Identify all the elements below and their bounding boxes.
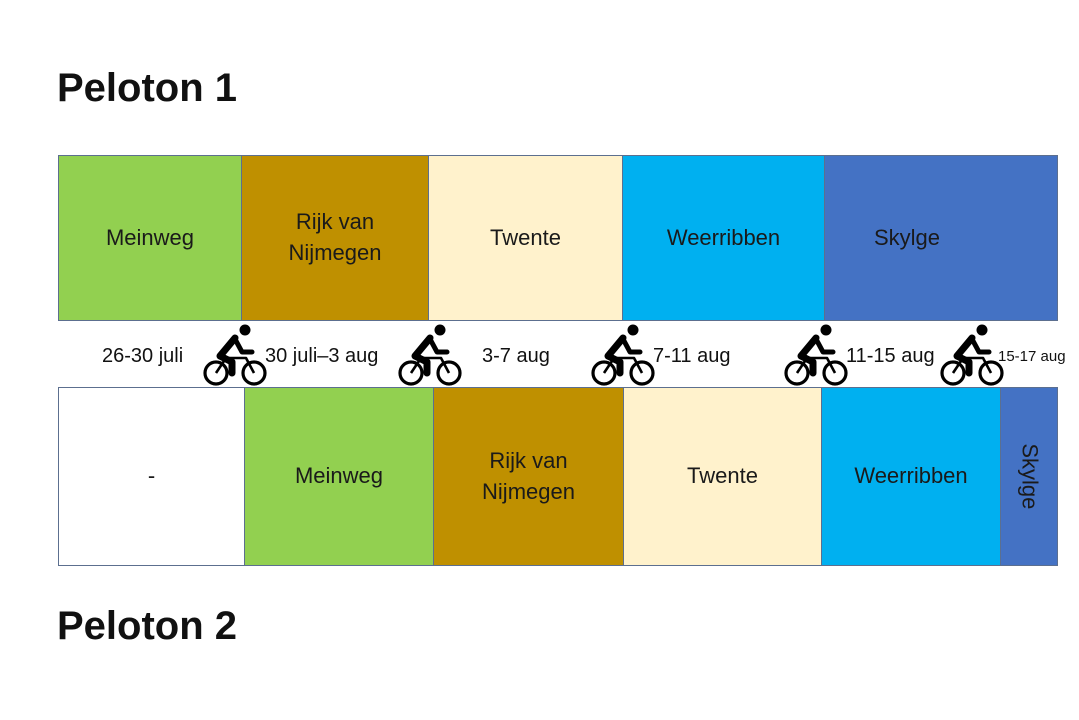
segment-label: Skylge — [1017, 443, 1043, 510]
bicycle-rider-icon — [202, 322, 268, 388]
bicycle-rider-icon — [397, 322, 463, 388]
date-label: 11-15 aug — [846, 345, 935, 367]
segment-label: Twente — [490, 224, 561, 250]
peloton-1-segment-twente: Twente — [428, 155, 623, 321]
bicycle-rider-icon — [590, 322, 656, 388]
segment-label: Meinweg — [294, 463, 384, 489]
segment-label: Twente — [687, 463, 758, 489]
segment-label: Skylge — [873, 224, 941, 250]
bicycle-rider-icon — [783, 322, 849, 388]
segment-label: Weerribben — [666, 224, 781, 250]
peloton-1-segment-rijk-van-nijmegen: Rijk van Nijmegen — [241, 155, 429, 321]
peloton-2-segment-meinweg: Meinweg — [244, 387, 434, 566]
peloton-2-segment-twente: Twente — [623, 387, 822, 566]
peloton-2-segment-weerribben: Weerribben — [821, 387, 1001, 566]
date-label: 3-7 aug — [482, 345, 550, 367]
bicycle-rider-icon — [939, 322, 1005, 388]
segment-label: - — [147, 463, 156, 489]
peloton-1-schedule: Meinweg Rijk van Nijmegen Twente Weerrib… — [58, 155, 1058, 321]
peloton-2-schedule: - Meinweg Rijk van Nijmegen Twente Weerr… — [58, 387, 1058, 566]
peloton-1-segment-skylge: Skylge — [824, 155, 1058, 321]
segment-label: Rijk van Nijmegen — [288, 209, 382, 265]
peloton-2-title: Peloton 2 — [57, 604, 238, 648]
date-label: 7-11 aug — [653, 345, 731, 367]
peloton-1-title: Peloton 1 — [57, 66, 238, 110]
peloton-2-segment-empty: - — [58, 387, 245, 566]
segment-label: Weerribben — [854, 463, 968, 489]
peloton-2-segment-skylge: Skylge — [1000, 387, 1058, 566]
date-label: 15-17 aug — [998, 348, 1066, 365]
peloton-2-segment-rijk-van-nijmegen: Rijk van Nijmegen — [433, 387, 624, 566]
segment-label: Meinweg — [105, 224, 195, 250]
date-label: 30 juli–3 aug — [265, 345, 379, 367]
segment-label: Rijk van Nijmegen — [482, 447, 575, 504]
peloton-1-segment-meinweg: Meinweg — [58, 155, 242, 321]
peloton-1-segment-weerribben: Weerribben — [622, 155, 825, 321]
date-label: 26-30 juli — [102, 345, 184, 367]
